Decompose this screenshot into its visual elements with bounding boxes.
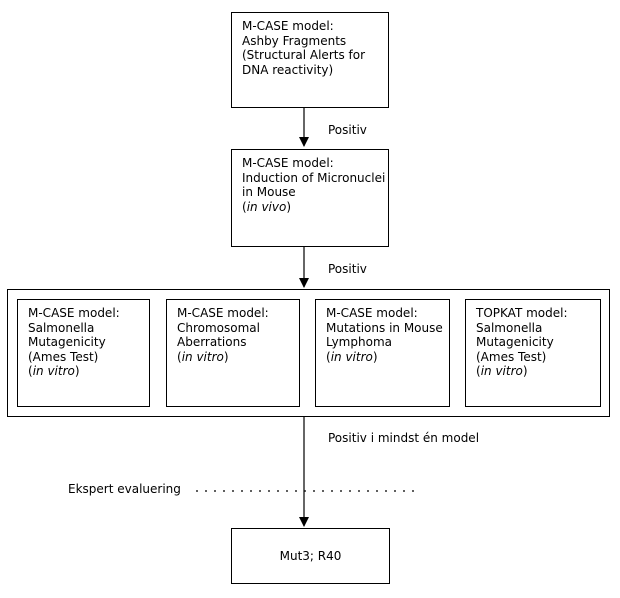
box-line: M-CASE model: (28, 306, 120, 320)
box-line: (in vitro) (326, 349, 378, 364)
model-box-topkat: TOPKAT model: Salmonella Mutagenicity (A… (465, 299, 601, 407)
box-line: (in vitro) (476, 364, 528, 378)
in-vivo-text: in vivo (246, 199, 287, 214)
result-box: Mut3; R40 (231, 528, 390, 584)
box-line: Mutagenicity (476, 335, 554, 349)
box-line: (in vivo) (242, 199, 292, 214)
box-line: M-CASE model: (326, 306, 418, 320)
in-vitro-text: in vitro (330, 349, 373, 364)
in-vitro-text: in vitro (480, 364, 523, 378)
box-line: Induction of Micronuclei (242, 170, 386, 185)
positiv-any-model-label: Positiv i mindst én model (328, 431, 480, 445)
positiv-label-2: Positiv (328, 262, 367, 276)
ashby-fragments-box: M-CASE model: Ashby Fragments (Structura… (231, 12, 389, 108)
box-line: (in vitro) (28, 364, 80, 378)
box-line: (Ames Test) (476, 349, 547, 364)
box-line: (in vitro) (177, 349, 229, 364)
box-line: DNA reactivity) (242, 62, 334, 77)
in-vitro-text: in vitro (32, 364, 75, 378)
box-line: (Ames Test) (28, 349, 99, 364)
box-line: M-CASE model: (242, 19, 334, 33)
micronuclei-box: M-CASE model: Induction of Micronuclei i… (231, 149, 389, 247)
box-line: Lymphoma (326, 335, 392, 349)
positiv-label-1: Positiv (328, 123, 367, 137)
box-line: Mutations in Mouse (326, 320, 443, 335)
model-box-chromosomal: M-CASE model: Chromosomal Aberrations (i… (166, 299, 300, 407)
model-box-lymphoma: M-CASE model: Mutations in Mouse Lymphom… (315, 299, 450, 407)
model-box-salmonella: M-CASE model: Salmonella Mutagenicity (A… (17, 299, 150, 407)
box-line: Salmonella (28, 320, 95, 335)
result-text: Mut3; R40 (279, 548, 342, 563)
box-line: M-CASE model: (177, 306, 269, 320)
box-line: (Structural Alerts for (242, 48, 366, 62)
box-line: M-CASE model: (242, 156, 334, 170)
models-group (7, 289, 610, 417)
box-line: Salmonella (476, 320, 543, 335)
box-line: Ashby Fragments (242, 33, 347, 48)
box-line: TOPKAT model: (476, 306, 568, 320)
box-line: Aberrations (177, 335, 247, 349)
expert-evaluation-label: Ekspert evaluering (68, 482, 181, 496)
box-line: in Mouse (242, 185, 296, 199)
in-vitro-text: in vitro (181, 349, 224, 364)
box-line: Mutagenicity (28, 335, 106, 349)
box-line: Chromosomal (177, 320, 260, 335)
